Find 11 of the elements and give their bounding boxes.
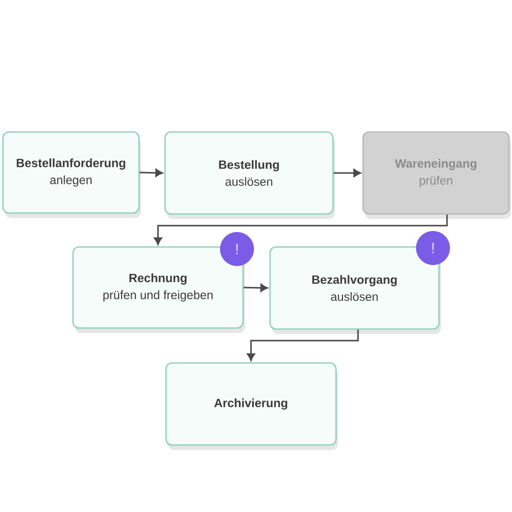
process-box: Bestellung auslösen — [164, 131, 335, 219]
arrow — [140, 168, 163, 177]
alert-badge: ! — [416, 231, 450, 265]
arrow — [246, 330, 359, 361]
process-box: Bestellanforderung anlegen — [2, 131, 141, 218]
process-box: Wareneingang prüfen — [362, 131, 511, 219]
alert-badge: ! — [220, 232, 254, 266]
arrow — [334, 168, 361, 178]
arrow — [244, 284, 268, 292]
process-box: Archivierung — [165, 362, 338, 450]
arrow — [154, 214, 448, 245]
